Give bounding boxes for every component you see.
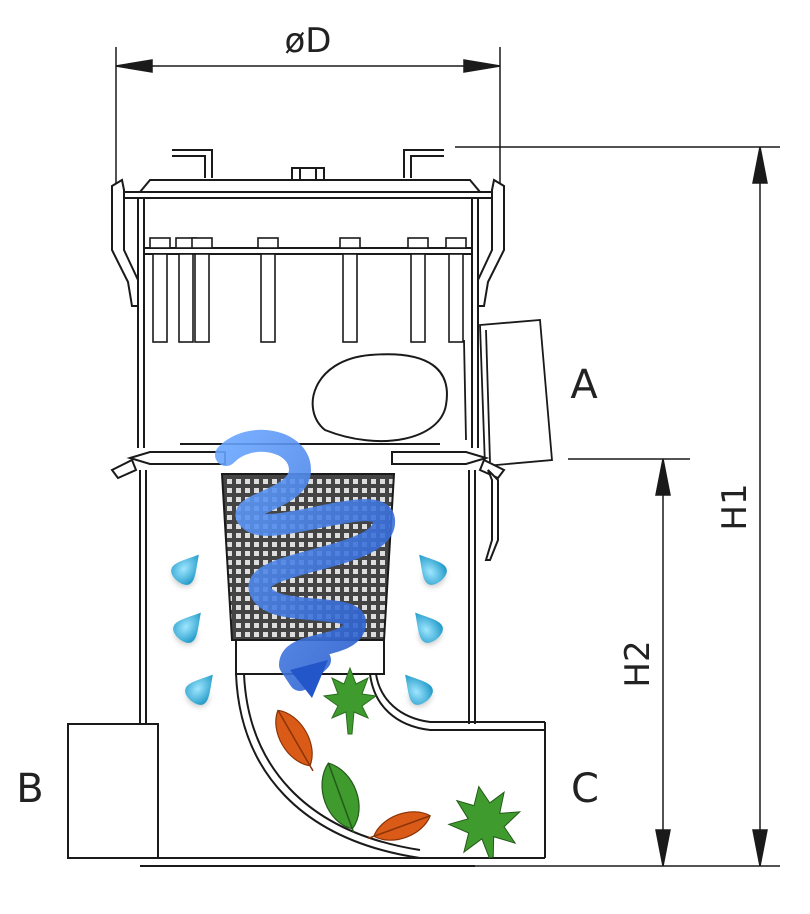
height-total-label: H1 xyxy=(715,483,755,530)
float-ball xyxy=(311,353,448,442)
diameter-label: øD xyxy=(285,21,332,61)
bolt xyxy=(257,237,279,343)
water-drop-icon xyxy=(185,674,213,707)
water-drop-icon xyxy=(419,554,447,587)
leaf-icon xyxy=(275,709,314,772)
lower-housing xyxy=(139,470,476,724)
water-drop-icon xyxy=(415,612,443,645)
port-a-label: A xyxy=(570,362,598,408)
bolt xyxy=(191,237,213,343)
port-a-inlet xyxy=(463,319,553,467)
leaves xyxy=(275,666,522,859)
lid xyxy=(111,149,505,307)
bolt xyxy=(175,237,197,343)
port-c-label: C xyxy=(571,766,599,812)
bolt-row xyxy=(149,237,467,343)
leaf-icon xyxy=(447,785,522,859)
leaf-icon xyxy=(321,762,360,833)
outlet-pipe xyxy=(235,673,431,859)
water-drop-icon xyxy=(405,674,433,707)
height-inlet-label: H2 xyxy=(618,640,658,687)
water-drop-icon xyxy=(171,554,199,587)
water-drop-icon xyxy=(173,612,201,645)
bolt xyxy=(407,237,429,343)
bolt xyxy=(445,237,467,343)
leaf-icon xyxy=(367,811,431,841)
horizontal-body xyxy=(67,721,546,867)
bolt xyxy=(149,237,171,343)
leaf-icon xyxy=(322,666,378,735)
water-drops xyxy=(171,554,447,707)
swirl-arrow-icon xyxy=(215,429,395,698)
dimension-lines xyxy=(115,47,780,867)
bolt xyxy=(339,237,361,343)
port-b-label: B xyxy=(16,766,43,812)
